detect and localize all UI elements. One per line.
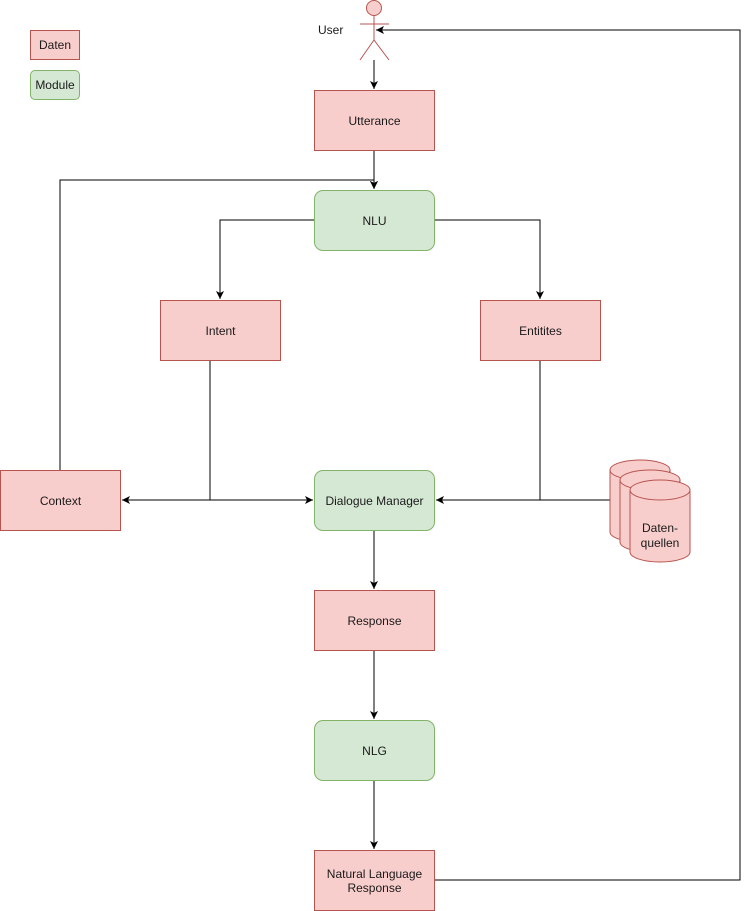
user-label: User: [318, 23, 344, 37]
legend-data-swatch: Daten: [30, 30, 80, 60]
legend-data-label: Daten: [38, 38, 72, 52]
nl-response-node: Natural Language Response: [314, 850, 435, 911]
utterance-node: Utterance: [314, 90, 435, 151]
datasource-label-line1: Daten-: [641, 521, 679, 535]
nlg-node: NLG: [314, 720, 435, 781]
entities-label: Entitites: [519, 323, 562, 338]
edge-nl-response-to-user: [376, 26, 741, 881]
utterance-label: Utterance: [348, 113, 401, 128]
user-actor-icon: [359, 0, 390, 61]
edge-context-to-nlu: [59, 179, 378, 470]
datasource-label-line2: quellen: [640, 536, 680, 550]
nl-response-label: Natural Language Response: [326, 866, 423, 895]
intent-node: Intent: [160, 300, 281, 361]
dialogue-manager-label: Dialogue Manager: [325, 493, 424, 508]
response-label: Response: [347, 613, 402, 628]
intent-label: Intent: [205, 323, 236, 338]
edge-nlu-to-entities: [434, 219, 544, 299]
nlg-label: NLG: [362, 743, 387, 758]
legend-module-label: Module: [35, 78, 75, 92]
context-node: Context: [0, 470, 121, 531]
nlu-node: NLU: [314, 190, 435, 251]
datasource-cylinders-icon: [609, 459, 691, 563]
legend-module-swatch: Module: [30, 70, 80, 100]
response-node: Response: [314, 590, 435, 651]
context-label: Context: [39, 493, 82, 508]
edge-nlu-to-intent: [216, 219, 314, 299]
nlu-label: NLU: [362, 213, 387, 228]
dialogue-manager-node: Dialogue Manager: [314, 470, 435, 531]
entities-node: Entitites: [480, 300, 601, 361]
datasource-label: Daten- quellen: [630, 521, 690, 551]
